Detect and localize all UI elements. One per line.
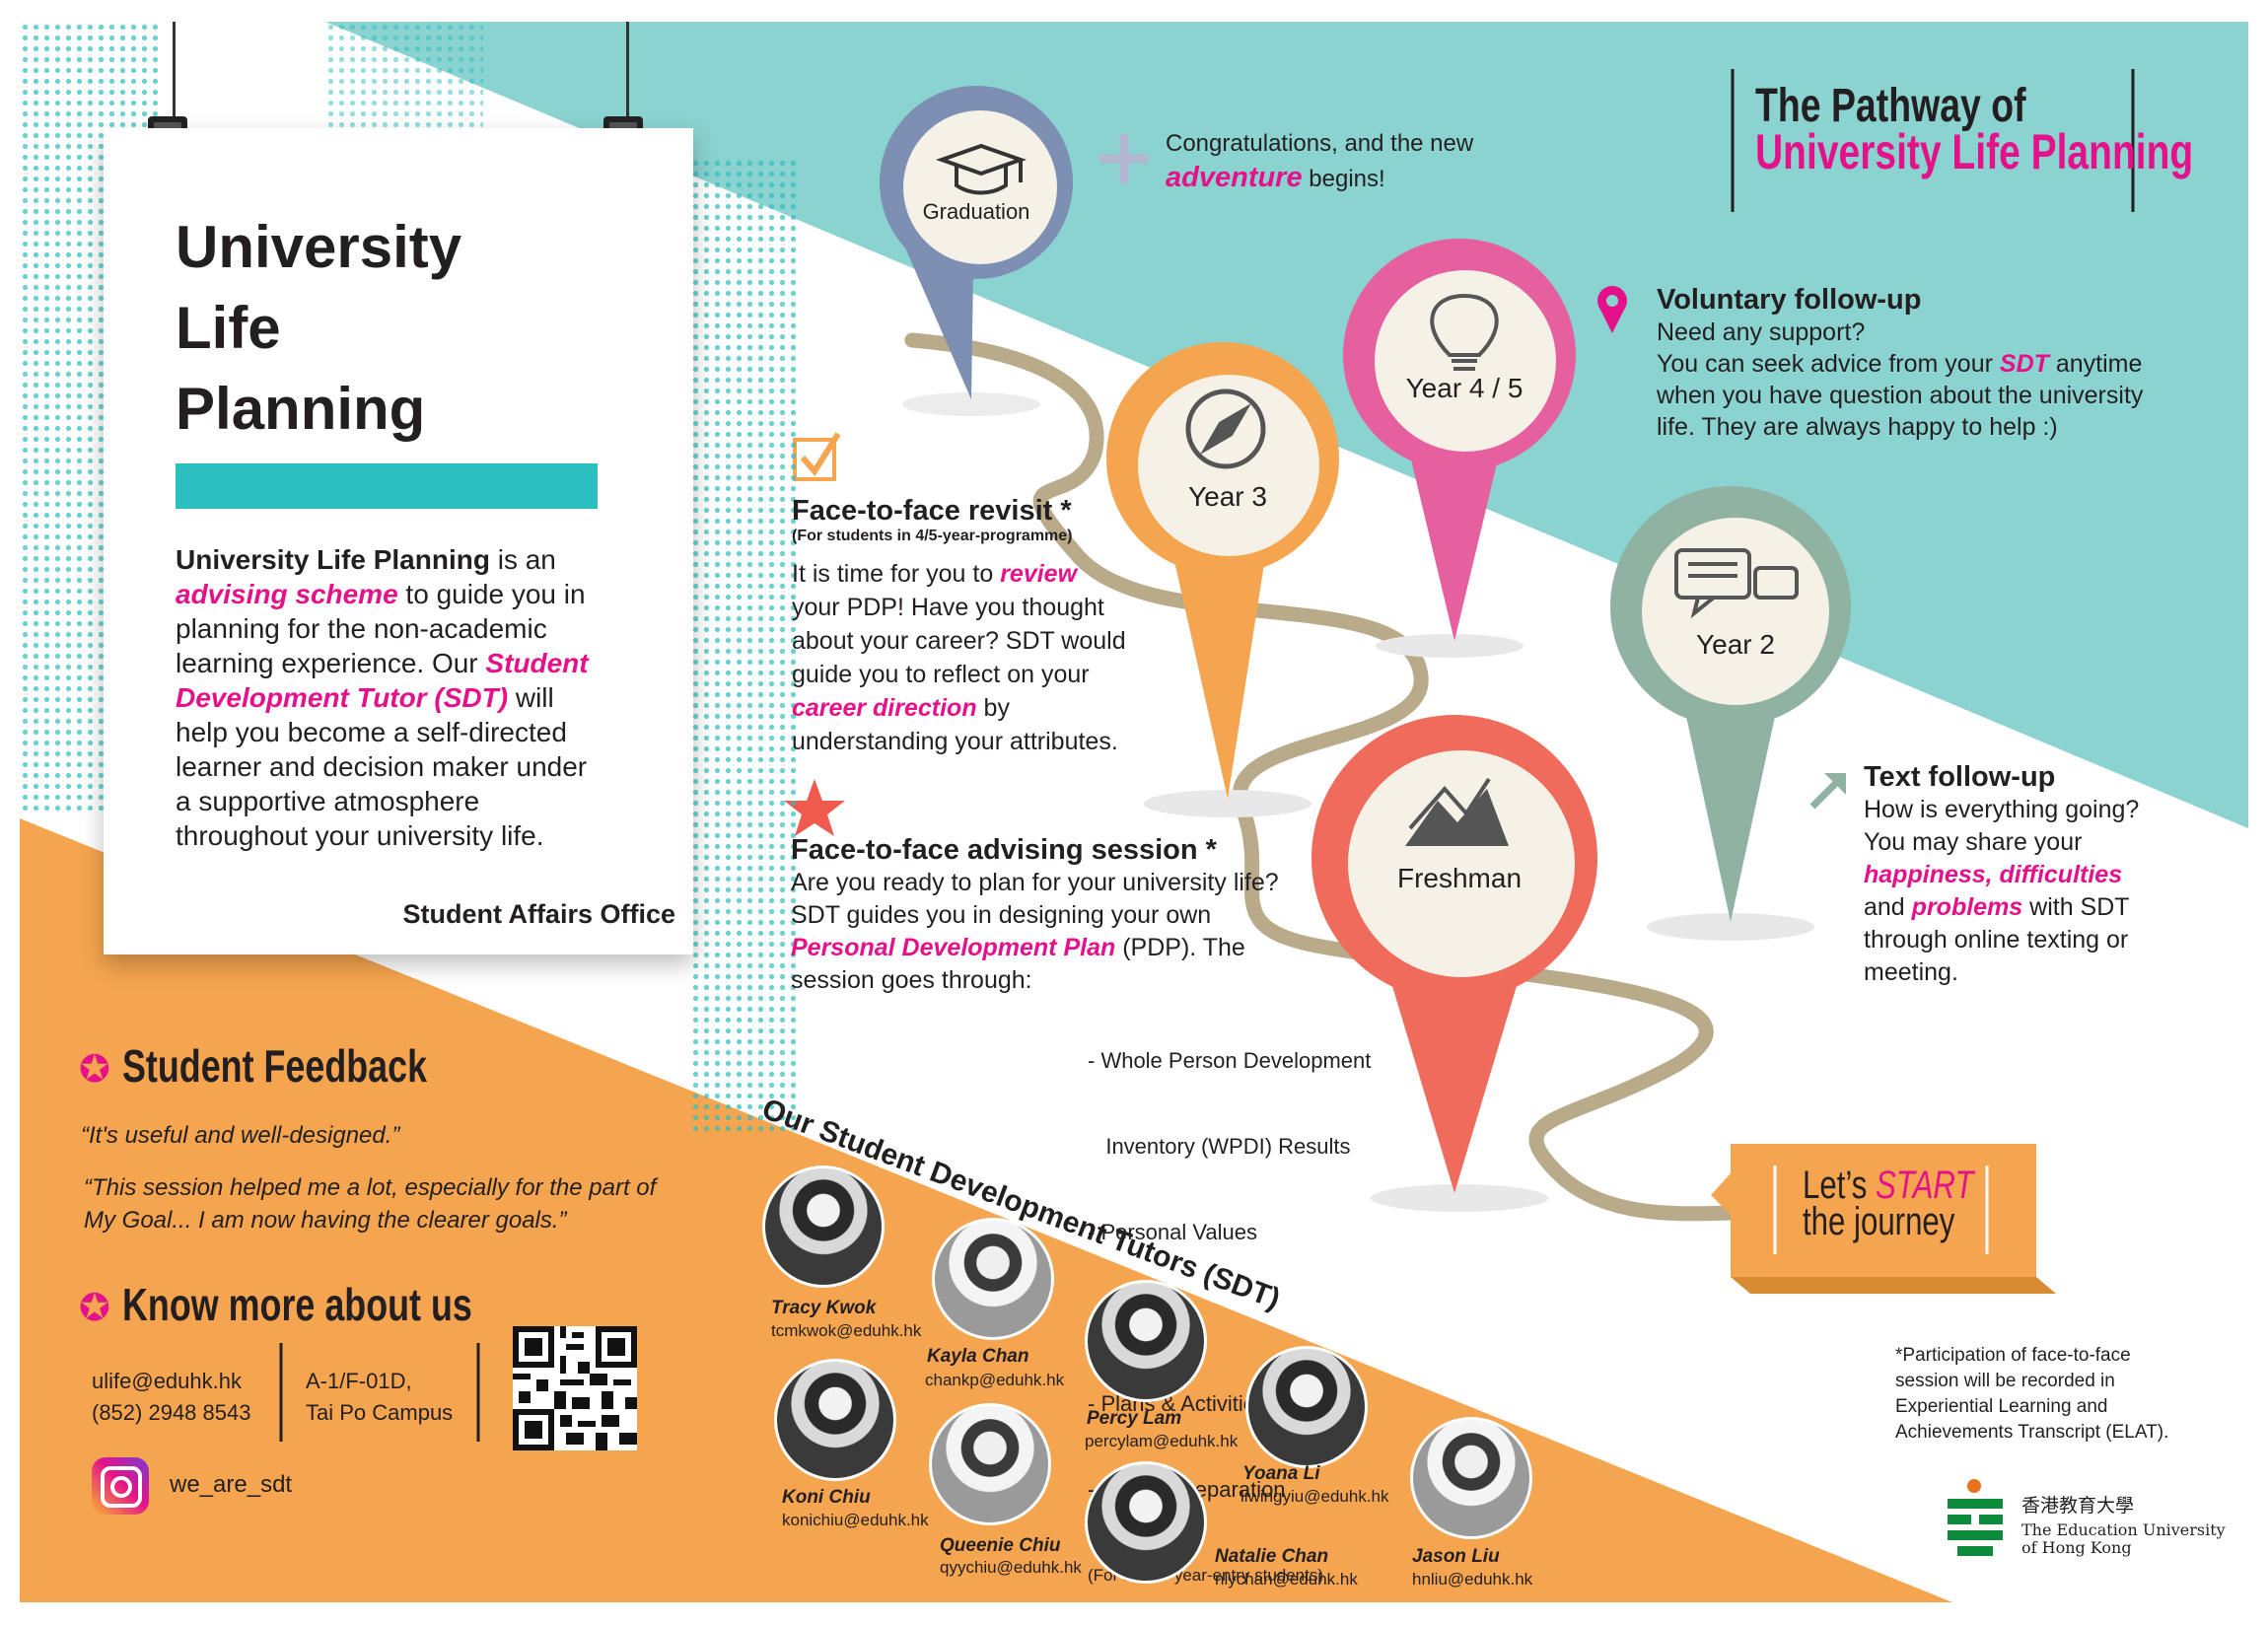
tutor-email[interactable]: liwingyiu@eduhk.hk: [1240, 1487, 1389, 1506]
pin-label-year45: Year 4 / 5: [1405, 373, 1524, 403]
revisit-section: Face-to-face revisit * (For students in …: [792, 495, 1126, 755]
tutor-email[interactable]: hnliu@eduhk.hk: [1412, 1570, 1533, 1589]
lightbulb-icon: [1430, 293, 1499, 371]
poster-intro: University Life Planning is an advising …: [176, 544, 589, 851]
tutor-photo: [932, 1218, 1054, 1340]
tutor-email[interactable]: percylam@eduhk.hk: [1085, 1432, 1239, 1450]
pin-year3: [1106, 342, 1339, 799]
feedback-heading: ✪ Student Feedback: [79, 1040, 428, 1092]
accent-bar: [176, 463, 598, 509]
start-sign-text: Let’s START the journey: [1803, 1164, 1974, 1243]
feedback-quote: “It's useful and well-designed.”: [81, 1122, 400, 1149]
tutor-photo: [774, 1359, 896, 1481]
contact-campus: Tai Po Campus: [306, 1400, 454, 1425]
tutor-name: Natalie Chan: [1215, 1546, 1329, 1567]
intro-poster: University Life Planning University Life…: [104, 128, 693, 954]
tutor-email[interactable]: qyychiu@eduhk.hk: [940, 1558, 1082, 1577]
instagram-icon[interactable]: [92, 1457, 149, 1515]
pin-year2: [1610, 486, 1851, 922]
pin-graduation: [880, 86, 1073, 399]
text-followup-section: Text follow-up How is everything going? …: [1864, 761, 2140, 986]
halftone-pattern: [690, 158, 799, 1134]
pin-label-graduation: Graduation: [922, 199, 1030, 224]
start-sign: [1731, 1144, 2036, 1277]
tutor-email[interactable]: chankp@eduhk.hk: [925, 1371, 1065, 1389]
tutor-email[interactable]: tcmkwok@eduhk.hk: [771, 1321, 922, 1340]
advising-section: Face-to-face advising session * Are you …: [791, 834, 1279, 994]
instagram-handle[interactable]: we_are_sdt: [170, 1471, 293, 1498]
tutor-email[interactable]: konichiu@eduhk.hk: [782, 1511, 929, 1529]
tutor-photo: [1085, 1280, 1207, 1402]
university-name: 香港教育大學 The Education University of Hong …: [2021, 1495, 2226, 1557]
tutor-name: Yoana Li: [1242, 1463, 1320, 1484]
pin-label-year2: Year 2: [1696, 629, 1775, 660]
checkbox-icon: [793, 432, 841, 481]
tutor-name: Koni Chiu: [782, 1487, 871, 1508]
contact-heading: ✪ Know more about us: [79, 1279, 473, 1330]
orange-band: [20, 818, 1952, 1602]
congrats-text: Congratulations, and the new adventure b…: [1166, 130, 1474, 193]
tutor-name: Percy Lam: [1087, 1408, 1182, 1429]
halftone-pattern: [325, 22, 483, 130]
contact-email[interactable]: ulife@eduhk.hk: [92, 1369, 242, 1393]
tutor-name: Queenie Chiu: [940, 1535, 1061, 1556]
tutor-photo: [1085, 1461, 1207, 1584]
tutor-photo: [1410, 1417, 1532, 1539]
tutor-photo: [762, 1166, 885, 1288]
pin-freshman: [1311, 715, 1597, 1193]
contact-phone: (852) 2948 8543: [92, 1400, 251, 1425]
chat-bubbles-icon: [1674, 548, 1799, 619]
pin-label-year3: Year 3: [1188, 481, 1267, 512]
tutor-name: Tracy Kwok: [771, 1298, 877, 1318]
arrow-up-right-icon: [1809, 773, 1846, 810]
pin-label-freshman: Freshman: [1396, 863, 1523, 893]
contact-room: A-1/F-01D,: [306, 1369, 412, 1393]
tutor-email[interactable]: nlychan@eduhk.hk: [1215, 1570, 1358, 1589]
graduation-cap-icon: [935, 143, 1028, 195]
voluntary-section: Voluntary follow-up Need any support? Yo…: [1657, 284, 2144, 441]
tutor-name: Jason Liu: [1412, 1546, 1500, 1567]
feedback-quote: “This session helped me a lot, especiall…: [84, 1174, 657, 1234]
office-name: Student Affairs Office: [402, 899, 675, 929]
growth-chart-icon: [1405, 777, 1509, 846]
poster-title: University Life Planning: [176, 214, 462, 442]
pathway-title: The Pathway of University Life Planning: [1755, 80, 2194, 179]
tutor-photo: [1245, 1346, 1368, 1468]
university-logo-icon: [1948, 1479, 2003, 1556]
tutor-name: Kayla Chan: [927, 1346, 1029, 1367]
tutor-photo: [929, 1403, 1051, 1525]
footnote: *Participation of face-to-face session w…: [1895, 1345, 2169, 1443]
qr-code[interactable]: [513, 1326, 637, 1450]
location-pin-icon: [1597, 286, 1627, 333]
star-outline-icon: ✪: [79, 1049, 110, 1091]
star-icon: [784, 779, 845, 836]
compass-icon: [1185, 389, 1266, 469]
plus-icon: [1099, 134, 1149, 183]
star-outline-icon: ✪: [79, 1288, 110, 1329]
